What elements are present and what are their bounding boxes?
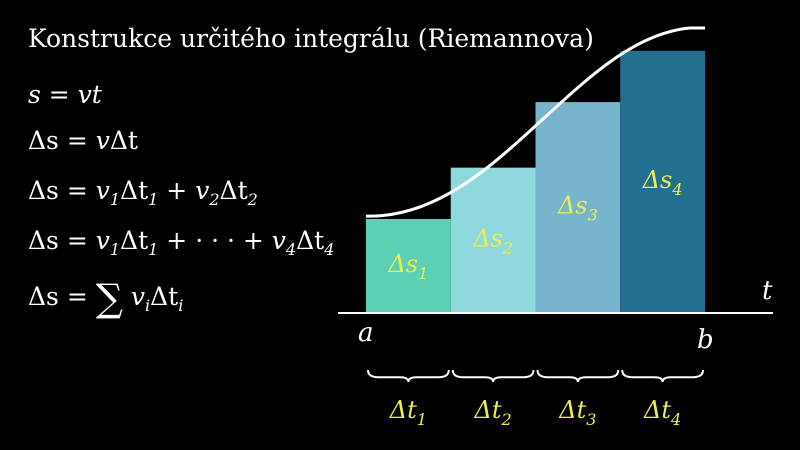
eq5-dt-sub: i (178, 296, 184, 315)
axis-b-label: b (697, 325, 714, 355)
interval-brace-2 (451, 369, 535, 383)
eq3-dt2: Δt (219, 176, 248, 205)
eq3-dt2-sub: 2 (247, 190, 258, 209)
eq3-v1-sub: 1 (109, 190, 121, 209)
eq4-dt1-sub: 1 (148, 240, 159, 259)
eq3-dt1-sub: 1 (148, 190, 159, 209)
velocity-curve (365, 26, 705, 218)
bar-label-4: Δs4 (642, 166, 683, 199)
bar-label-3: Δs3 (557, 192, 598, 225)
eq4-plus1: + (166, 226, 188, 255)
eq3-lhs: Δs (28, 176, 59, 205)
bar-label-2-main: Δs (472, 224, 503, 252)
interval-label-3-sub: 3 (586, 410, 596, 429)
interval-label-2: Δt2 (474, 396, 512, 429)
interval-label-3: Δt3 (558, 396, 596, 429)
eq5-lhs: Δs (28, 282, 59, 311)
eq1-rhs: vt (77, 80, 102, 109)
eq4-v4-sub: 4 (285, 240, 297, 259)
eq3-v1: v (95, 176, 110, 205)
equation-5: Δs = ∑ viΔti (28, 276, 184, 320)
riemann-bar-4 (620, 50, 705, 314)
equation-4: Δs = v1Δt1 + · · · + v4Δt4 (28, 226, 335, 259)
bar-label-1: Δs1 (387, 250, 428, 283)
interval-label-4: Δt4 (643, 396, 681, 429)
interval-label-4-main: Δt (643, 396, 671, 424)
eq3-v2-sub: 2 (209, 190, 220, 209)
braces-group (367, 369, 704, 383)
bar-label-4-sub: 4 (671, 180, 682, 199)
sum-symbol: ∑ (95, 276, 123, 320)
interval-label-3-main: Δt (558, 396, 586, 424)
interval-label-4-sub: 4 (670, 410, 681, 429)
eq2-dt: Δt (109, 126, 138, 155)
page-title: Konstrukce určitého integrálu (Riemannov… (28, 24, 594, 53)
interval-label-1-sub: 1 (417, 410, 427, 429)
axis-t-label: t (762, 276, 773, 306)
eq4-v4: v (271, 226, 286, 255)
eq4-lhs: Δs (28, 226, 59, 255)
equation-3: Δs = v1Δt1 + v2Δt2 (28, 176, 258, 209)
eq4-dots: · · · (195, 226, 235, 255)
eq4-dt4-sub: 4 (324, 240, 335, 259)
equation-1: s = vt (28, 80, 102, 109)
bar-label-2: Δs2 (472, 224, 513, 257)
eq4-v1: v (95, 226, 110, 255)
eq5-v-sub: i (144, 296, 151, 315)
eq4-v1-sub: 1 (109, 240, 121, 259)
eq4-plus2: + (242, 226, 264, 255)
bar-label-3-sub: 3 (588, 206, 598, 225)
eq5-v: v (130, 282, 145, 311)
interval-brace-1 (367, 369, 450, 383)
interval-label-2-main: Δt (474, 396, 502, 424)
eq4-dt4: Δt (296, 226, 325, 255)
bar-label-1-sub: 1 (418, 264, 428, 283)
bar-label-1-main: Δs (387, 250, 418, 278)
interval-brace-4 (621, 369, 704, 383)
eq2-lhs: Δs (28, 126, 59, 155)
interval-label-1: Δt1 (389, 396, 427, 429)
bar-label-2-sub: 2 (502, 238, 513, 257)
interval-label-2-sub: 2 (501, 410, 512, 429)
eq3-plus: + (166, 176, 188, 205)
eq1-lhs: s (28, 80, 41, 109)
eq3-v2: v (195, 176, 210, 205)
bar-label-3-main: Δs (557, 192, 588, 220)
riemann-bar-2 (450, 167, 536, 313)
interval-brace-3 (536, 369, 620, 383)
eq2-v: v (95, 126, 110, 155)
riemann-bar-3 (535, 102, 621, 313)
eq3-dt1: Δt (120, 176, 149, 205)
axis-a-label: a (358, 318, 374, 348)
bar-label-4-main: Δs (642, 166, 673, 194)
riemann-bar-1 (366, 218, 451, 313)
interval-label-1-main: Δt (389, 396, 417, 424)
eq4-dt1: Δt (120, 226, 149, 255)
equation-2: Δs = vΔt (28, 126, 138, 155)
eq5-dt: Δt (150, 282, 179, 311)
